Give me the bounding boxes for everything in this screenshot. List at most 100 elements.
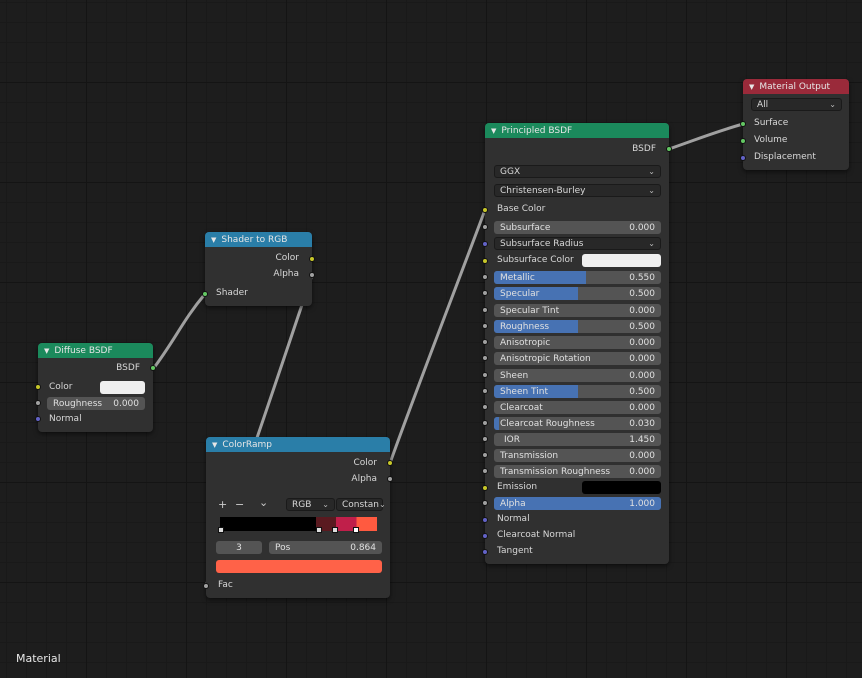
param-label: IOR — [504, 434, 520, 445]
tangent-label: Tangent — [497, 546, 533, 556]
diffuse-roughness-field[interactable]: Roughness 0.000 — [47, 397, 145, 410]
param-value: 0.000 — [629, 466, 655, 477]
diffuse-color-swatch[interactable] — [100, 381, 145, 394]
diffuse-color-socket[interactable] — [35, 384, 41, 390]
collapse-icon[interactable]: ▼ — [212, 440, 218, 449]
emission-socket[interactable] — [482, 485, 488, 491]
color-mode-dropdown[interactable]: RGB ⌄ — [286, 498, 335, 511]
param-label: Sheen — [500, 370, 529, 381]
param-socket[interactable] — [482, 452, 488, 458]
param-socket[interactable] — [482, 355, 488, 361]
ramp-stop-3[interactable] — [332, 527, 338, 533]
tangent-socket[interactable] — [482, 549, 488, 555]
shader-to-rgb-alpha-socket[interactable] — [309, 272, 315, 278]
param-socket[interactable] — [482, 388, 488, 394]
ramp-menu-button[interactable]: ⌄ — [259, 496, 269, 509]
subsurface-color-socket[interactable] — [482, 258, 488, 264]
shader-to-rgb-shader-socket[interactable] — [202, 291, 208, 297]
colorramp-fac-socket[interactable] — [203, 583, 209, 589]
collapse-icon[interactable]: ▼ — [749, 82, 755, 91]
emission-color-swatch[interactable] — [582, 481, 661, 494]
normal-socket[interactable] — [482, 517, 488, 523]
param-socket[interactable] — [482, 323, 488, 329]
diffuse-output-label: BSDF — [116, 363, 140, 373]
param-socket[interactable] — [482, 290, 488, 296]
base-color-socket[interactable] — [482, 207, 488, 213]
remove-stop-button[interactable]: − — [235, 498, 245, 511]
colorramp-title: ColorRamp — [222, 439, 272, 450]
shader-to-rgb-header[interactable]: ▼ Shader to RGB — [205, 232, 312, 247]
subsurface-radius-dropdown[interactable]: Subsurface Radius ⌄ — [494, 237, 661, 250]
colorramp-header[interactable]: ▼ ColorRamp — [206, 437, 390, 452]
principled-bsdf-header[interactable]: ▼ Principled BSDF — [485, 123, 669, 138]
collapse-icon[interactable]: ▼ — [44, 346, 50, 355]
param-label: Alpha — [500, 498, 526, 509]
color-mode-value: RGB — [292, 499, 312, 510]
param-socket[interactable] — [482, 307, 488, 313]
stop-position-field[interactable]: Pos 0.864 — [269, 541, 382, 554]
shader-to-rgb-node[interactable]: ▼ Shader to RGB Color Alpha Shader — [202, 232, 315, 306]
output-target-dropdown[interactable]: All ⌄ — [751, 98, 842, 111]
collapse-icon[interactable]: ▼ — [211, 235, 217, 244]
diffuse-roughness-socket[interactable] — [35, 400, 41, 406]
shader-to-rgb-title: Shader to RGB — [221, 234, 288, 245]
param-socket[interactable] — [482, 274, 488, 280]
colorramp-alpha-socket[interactable] — [387, 476, 393, 482]
diffuse-bsdf-socket[interactable] — [150, 365, 156, 371]
clearcoat-normal-socket[interactable] — [482, 533, 488, 539]
param-socket[interactable] — [482, 404, 488, 410]
param-socket[interactable] — [482, 372, 488, 378]
stop-color-swatch[interactable] — [216, 560, 382, 573]
diffuse-bsdf-node[interactable]: ▼ Diffuse BSDF BSDF Color Roughness 0.00… — [35, 343, 156, 432]
colorramp-color-socket[interactable] — [387, 460, 393, 466]
material-output-header[interactable]: ▼ Material Output — [743, 79, 849, 94]
param-socket[interactable] — [482, 224, 488, 230]
diffuse-bsdf-header[interactable]: ▼ Diffuse BSDF — [38, 343, 153, 358]
collapse-icon[interactable]: ▼ — [491, 126, 497, 135]
diffuse-normal-label: Normal — [49, 414, 82, 424]
material-output-node[interactable]: ▼ Material Output All ⌄ Surface Volume D… — [740, 79, 849, 170]
distribution-dropdown[interactable]: GGX ⌄ — [494, 165, 661, 178]
param-socket[interactable] — [482, 500, 488, 506]
volume-socket[interactable] — [740, 138, 746, 144]
principled-bsdf-socket[interactable] — [666, 146, 672, 152]
ramp-stop-2[interactable] — [316, 527, 322, 533]
ramp-stop-active[interactable] — [353, 527, 359, 533]
colorramp-node[interactable]: ▼ ColorRamp Color Alpha + − ⌄ RGB ⌄ Cons… — [203, 437, 393, 598]
diffuse-normal-socket[interactable] — [35, 416, 41, 422]
volume-label: Volume — [754, 135, 788, 145]
param-value: 0.500 — [629, 386, 655, 397]
param-socket[interactable] — [482, 420, 488, 426]
param-socket[interactable] — [482, 436, 488, 442]
displacement-socket[interactable] — [740, 155, 746, 161]
base-color-label: Base Color — [497, 204, 546, 214]
param-socket[interactable] — [482, 468, 488, 474]
ramp-stop-1[interactable] — [218, 527, 224, 533]
add-stop-button[interactable]: + — [218, 498, 228, 511]
subsurface-color-swatch[interactable] — [582, 254, 661, 267]
param-socket[interactable] — [482, 339, 488, 345]
interpolation-dropdown[interactable]: Constan ⌄ — [336, 498, 386, 511]
subsurface-radius-socket[interactable] — [482, 241, 488, 247]
principled-bsdf-node[interactable]: ▼ Principled BSDF BSDF GGX ⌄ Christensen… — [482, 123, 672, 564]
param-value: 0.500 — [629, 288, 655, 299]
shader-to-rgb-color-socket[interactable] — [309, 256, 315, 262]
subsurface-method-dropdown[interactable]: Christensen-Burley ⌄ — [494, 184, 661, 197]
surface-socket[interactable] — [740, 121, 746, 127]
stop-index-field[interactable]: 3 — [216, 541, 262, 554]
